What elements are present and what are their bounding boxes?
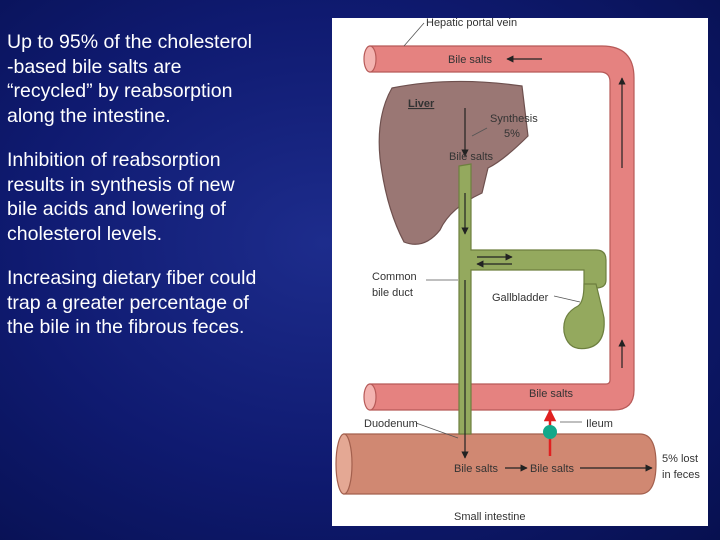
label-gallbladder: Gallbladder: [492, 292, 549, 304]
label-bile-salts-ileum: Bile salts: [529, 388, 574, 400]
label-small-intestine: Small intestine: [454, 511, 526, 523]
label-lost-percent: 5% lost: [662, 453, 698, 465]
label-synthesis-percent: 5%: [504, 128, 520, 140]
paragraph-recycling: Up to 95% of the cholesterol -based bile…: [7, 31, 252, 127]
leader-hepatic-portal-vein: [403, 22, 425, 47]
label-duodenum: Duodenum: [364, 418, 418, 430]
leader-duodenum: [415, 422, 459, 439]
intestine-opening: [335, 433, 353, 495]
label-bile-salts-top: Bile salts: [448, 54, 493, 66]
label-hepatic-portal-vein: Hepatic portal vein: [426, 18, 517, 29]
small-intestine: [343, 433, 657, 495]
label-lost-in-feces: in feces: [662, 469, 700, 481]
label-bile-salts-liver: Bile salts: [449, 151, 494, 163]
label-liver: Liver: [408, 98, 435, 110]
label-bile-salts-bottom-right: Bile salts: [530, 463, 575, 475]
label-ileum: Ileum: [586, 418, 613, 430]
label-bile-salts-bottom-left: Bile salts: [454, 463, 499, 475]
label-common: Common: [372, 271, 417, 283]
enterohepatic-circulation-diagram: Hepatic portal vein Bile salts Liver Syn…: [332, 18, 708, 526]
gallbladder: [563, 283, 605, 350]
reabsorption-transporter: [543, 425, 557, 439]
leader-gallbladder: [553, 295, 581, 303]
paragraph-dietary-fiber: Increasing dietary fiber could trap a gr…: [7, 267, 257, 338]
label-bile-duct: bile duct: [372, 287, 413, 299]
diagram-svg: Hepatic portal vein Bile salts Liver Syn…: [335, 18, 700, 523]
leader-synthesis: [471, 127, 488, 137]
paragraph-inhibition: Inhibition of reabsorption results in sy…: [7, 149, 235, 245]
vein-opening-ileum: [363, 383, 377, 411]
vein-opening-top: [363, 45, 377, 73]
liver: [378, 80, 529, 245]
slide-text-block: Up to 95% of the cholesterol -based bile…: [7, 30, 327, 360]
label-synthesis: Synthesis: [490, 113, 538, 125]
